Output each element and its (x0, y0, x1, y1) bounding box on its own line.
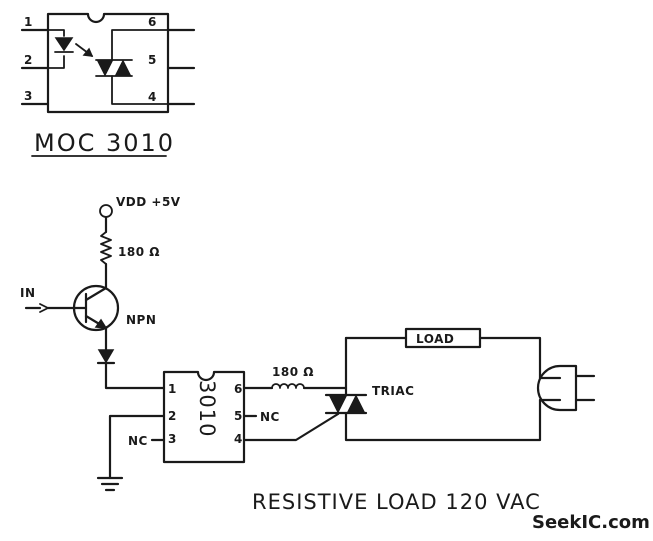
triac-right-icon (346, 394, 366, 413)
pin-number-6: 6 (148, 15, 156, 29)
vdd-label: VDD +5V (116, 195, 181, 209)
npn-emitter-arrow-icon (94, 318, 108, 329)
triac-label: TRIAC (372, 384, 414, 398)
led-diode-icon (54, 37, 74, 52)
triac-right-triangle-icon (114, 59, 132, 76)
npn-collector-lead (84, 286, 108, 302)
r2-label: 180 Ω (272, 365, 314, 379)
ic-pin-3: 3 (168, 432, 176, 446)
resistor-r2-icon (271, 383, 305, 389)
part-label: MOC 3010 (34, 129, 175, 157)
ic-package-outline (46, 12, 170, 114)
ic-pin-5: 5 (234, 409, 242, 423)
ic-pin-1: 1 (168, 382, 176, 396)
load-right-wire (478, 336, 542, 380)
pin4-to-triac-gate-wire (242, 412, 340, 442)
nc-label-pin5: NC (260, 410, 280, 424)
pin-number-5: 5 (148, 53, 156, 67)
in-label: IN (20, 286, 36, 300)
triac-left-icon (328, 395, 348, 414)
triac-wire-top (111, 29, 169, 61)
series-diode-icon (97, 349, 115, 364)
watermark-text: SeekIC.com (532, 512, 650, 533)
led-wire-top (47, 29, 65, 37)
nc-label-pin3: NC (128, 434, 148, 448)
in-arrow-icon (39, 303, 49, 313)
diode-to-pin1-wire (104, 361, 166, 390)
ic-3010-label: 3010 (195, 380, 219, 437)
ic-3010-body (162, 370, 246, 464)
ic-pin-4: 4 (234, 432, 242, 446)
pin-number-2: 2 (24, 53, 32, 67)
triac-wire-bottom (111, 75, 169, 105)
resistor-r1-icon (100, 231, 112, 265)
led-wire-bottom (47, 55, 65, 69)
load-label: LOAD (416, 332, 454, 346)
driver-circuit: VDD +5V 180 Ω NPN IN 3010 1 2 3 4 5 6 (20, 195, 596, 492)
moc3010-pinout: 1 2 3 4 5 6 MOC 3010 (20, 12, 196, 157)
r1-label: 180 Ω (118, 245, 160, 259)
pin-number-4: 4 (148, 90, 156, 104)
pin2-ground-wire (108, 414, 166, 480)
load-loop-bottom-wire (344, 398, 542, 442)
pin-number-1: 1 (24, 15, 32, 29)
diagram-caption: RESISTIVE LOAD 120 VAC (252, 490, 541, 514)
light-arrow-head-icon (82, 47, 94, 57)
pin-number-3: 3 (24, 89, 32, 103)
power-plug-icon (536, 364, 578, 412)
triac-left-triangle-icon (96, 60, 114, 77)
vdd-terminal-icon (99, 204, 113, 218)
npn-label: NPN (126, 313, 156, 327)
ic-pin-2: 2 (168, 409, 176, 423)
ic-pin-6: 6 (234, 382, 242, 396)
